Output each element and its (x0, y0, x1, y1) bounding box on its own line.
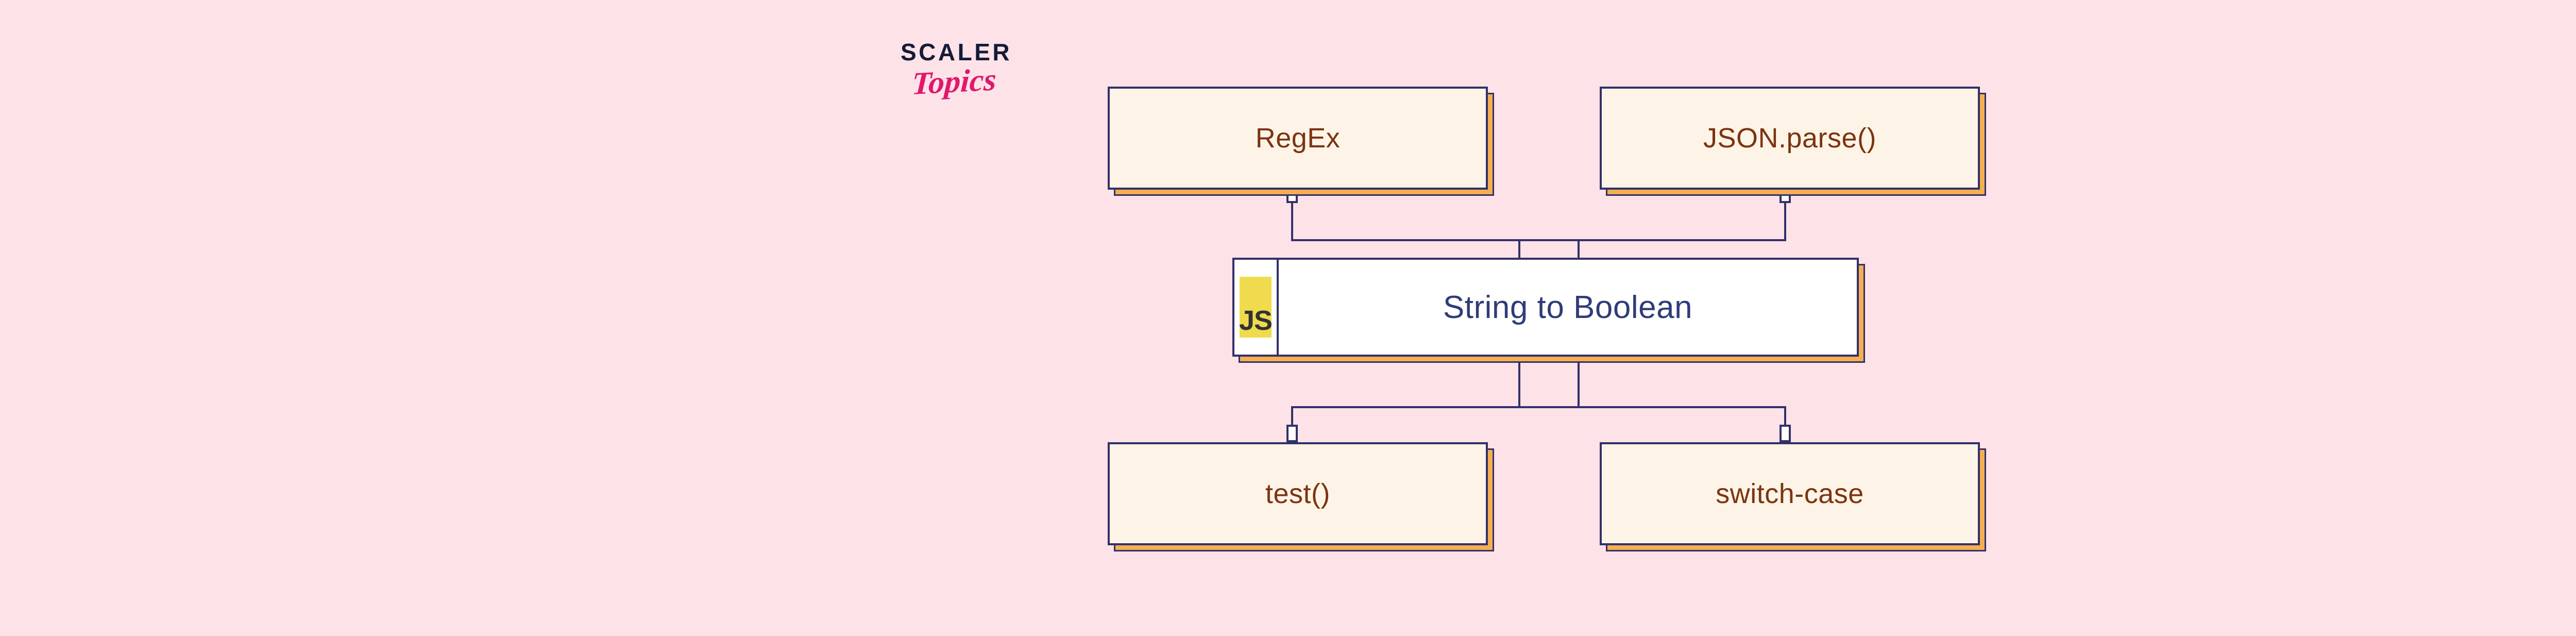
javascript-icon: JS (1239, 277, 1273, 338)
node-string-to-boolean[interactable]: JS String to Boolean (1232, 258, 1865, 363)
connector-jsonparse-vertical-lower (1518, 239, 1520, 260)
connector-test-horizontal (1291, 406, 1580, 408)
node-json-parse-label: JSON.parse() (1703, 123, 1877, 154)
node-regex[interactable]: RegEx (1108, 87, 1494, 196)
node-switch-case-face: switch-case (1600, 442, 1980, 545)
connector-regex-vertical-lower (1578, 239, 1580, 260)
js-badge-text: JS (1239, 305, 1273, 337)
scaler-topics-logo: SCALER Topics (901, 40, 1055, 128)
node-test-label: test() (1265, 478, 1330, 509)
node-json-parse[interactable]: JSON.parse() (1600, 87, 1986, 196)
js-logo-cell: JS (1234, 260, 1279, 355)
node-string-to-boolean-face: JS String to Boolean (1232, 258, 1859, 357)
port-test (1286, 425, 1298, 442)
connector-switchcase-vertical-upper (1518, 357, 1520, 408)
node-test[interactable]: test() (1108, 442, 1494, 551)
port-switchcase (1780, 425, 1791, 442)
logo-wordmark-topics: Topics (911, 62, 997, 102)
node-json-parse-face: JSON.parse() (1600, 87, 1980, 190)
connector-switchcase-vertical-lower (1784, 406, 1786, 428)
node-switch-case-label: switch-case (1716, 478, 1864, 509)
node-test-face: test() (1108, 442, 1488, 545)
connector-jsonparse-vertical-upper (1784, 190, 1786, 241)
logo-wordmark-scaler: SCALER (901, 39, 1012, 65)
connector-regex-horizontal (1291, 239, 1580, 241)
node-regex-label: RegEx (1255, 123, 1341, 154)
connector-switchcase-horizontal (1518, 406, 1786, 408)
node-switch-case[interactable]: switch-case (1600, 442, 1986, 551)
connector-jsonparse-horizontal (1518, 239, 1786, 241)
node-string-to-boolean-label: String to Boolean (1443, 289, 1693, 325)
connector-test-vertical-upper (1578, 357, 1580, 408)
connector-test-vertical-lower (1291, 406, 1293, 428)
node-regex-face: RegEx (1108, 87, 1488, 190)
connector-regex-vertical-upper (1291, 190, 1293, 241)
